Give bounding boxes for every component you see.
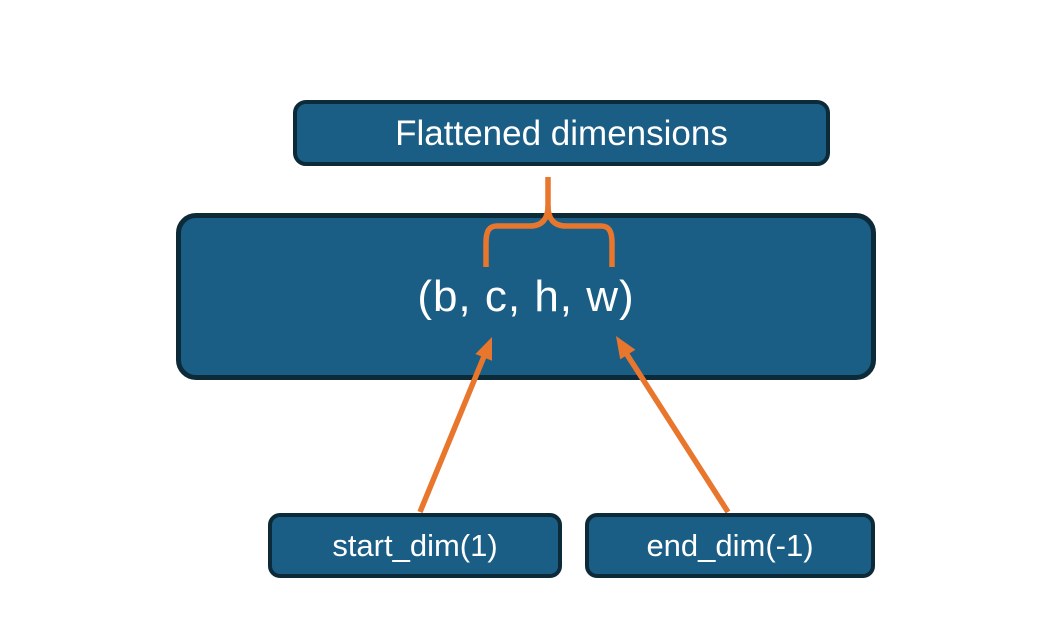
tuple-label: (b, c, h, w) xyxy=(417,271,635,321)
node-flattened-dimensions: Flattened dimensions xyxy=(293,100,830,166)
node-end-dim: end_dim(-1) xyxy=(585,513,875,578)
flattened-dimensions-label: Flattened dimensions xyxy=(395,113,728,153)
start-dim-label: start_dim(1) xyxy=(332,528,498,563)
node-tuple: (b, c, h, w) xyxy=(176,213,876,380)
node-start-dim: start_dim(1) xyxy=(268,513,562,578)
end-dim-label: end_dim(-1) xyxy=(646,528,814,563)
